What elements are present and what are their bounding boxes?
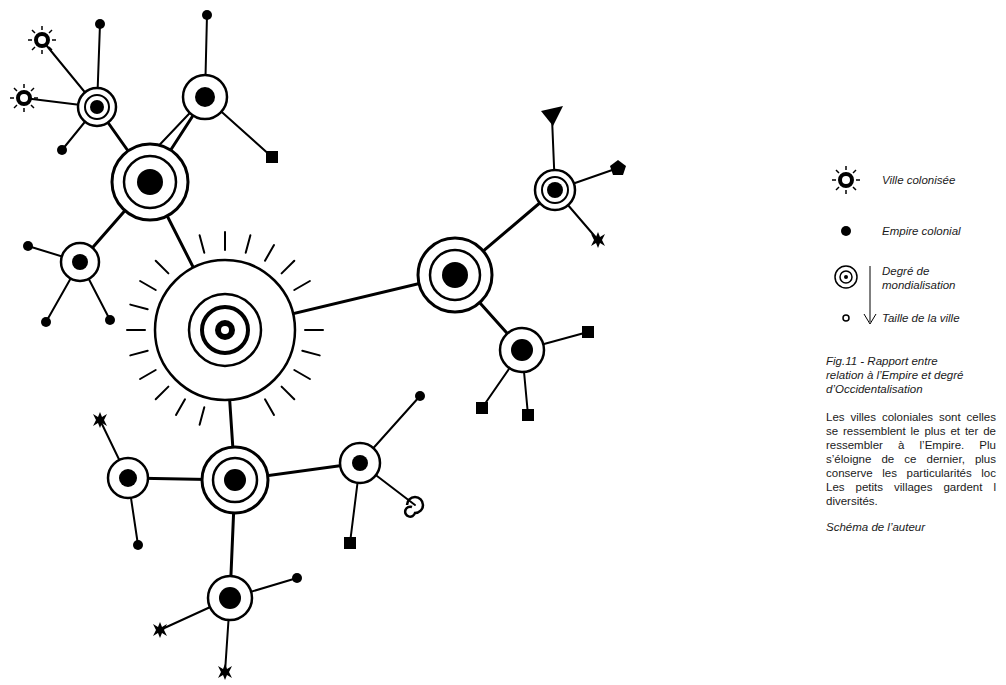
figure-caption: Fig.11 - Rapport entre relation à l’Empi… <box>826 354 976 396</box>
legend-text: Degré de mondialisation <box>882 264 972 292</box>
caption-note: Les villes coloniales sont celles se res… <box>826 410 996 508</box>
legend-text: Ville colonisée <box>882 173 955 187</box>
legend-text: Empire colonial <box>882 224 961 238</box>
source-note: Schéma de l’auteur <box>826 520 925 534</box>
legend-text: Taille de la ville <box>882 311 960 325</box>
